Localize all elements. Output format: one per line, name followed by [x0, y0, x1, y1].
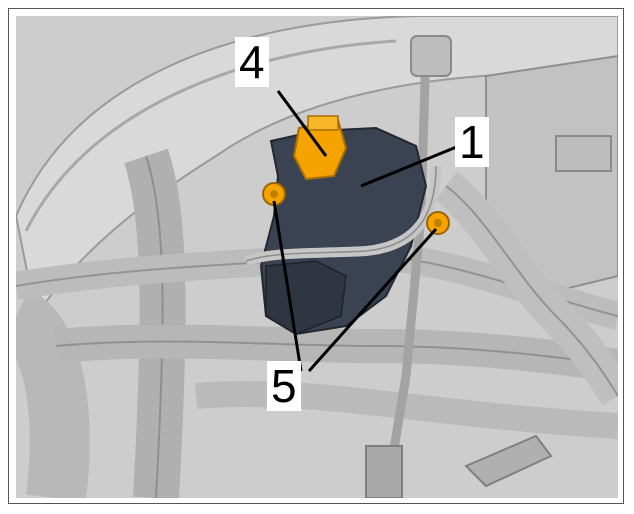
engine-bay-illustration: [16, 16, 618, 498]
leader-line-4: [276, 90, 328, 157]
vertical-rod: [381, 45, 431, 498]
bottom-connector: [365, 445, 403, 498]
leader-line-5b: [307, 228, 438, 372]
callout-5: 5: [267, 361, 301, 411]
left-curved-hose: [16, 289, 90, 498]
rod-top-connector: [410, 35, 452, 77]
bolt-right-center: [434, 219, 442, 227]
leader-line-1: [360, 139, 472, 188]
yellow-connector-top: [307, 115, 339, 131]
callout-4: 4: [235, 37, 269, 87]
diagram-frame: 1 4 5: [8, 8, 624, 504]
bolt-left-center: [270, 190, 278, 198]
right-hose-edge: [445, 185, 618, 397]
leader-line-5a: [272, 200, 303, 372]
horizontal-hose-2-edge: [55, 340, 618, 367]
callout-1: 1: [455, 117, 489, 167]
right-connector: [555, 135, 612, 172]
horizontal-hose-3: [194, 380, 618, 439]
component-tube-edge: [245, 165, 437, 262]
fender-arc: [16, 16, 618, 319]
fender-inner: [24, 39, 397, 232]
bottom-sensor: [464, 434, 553, 488]
